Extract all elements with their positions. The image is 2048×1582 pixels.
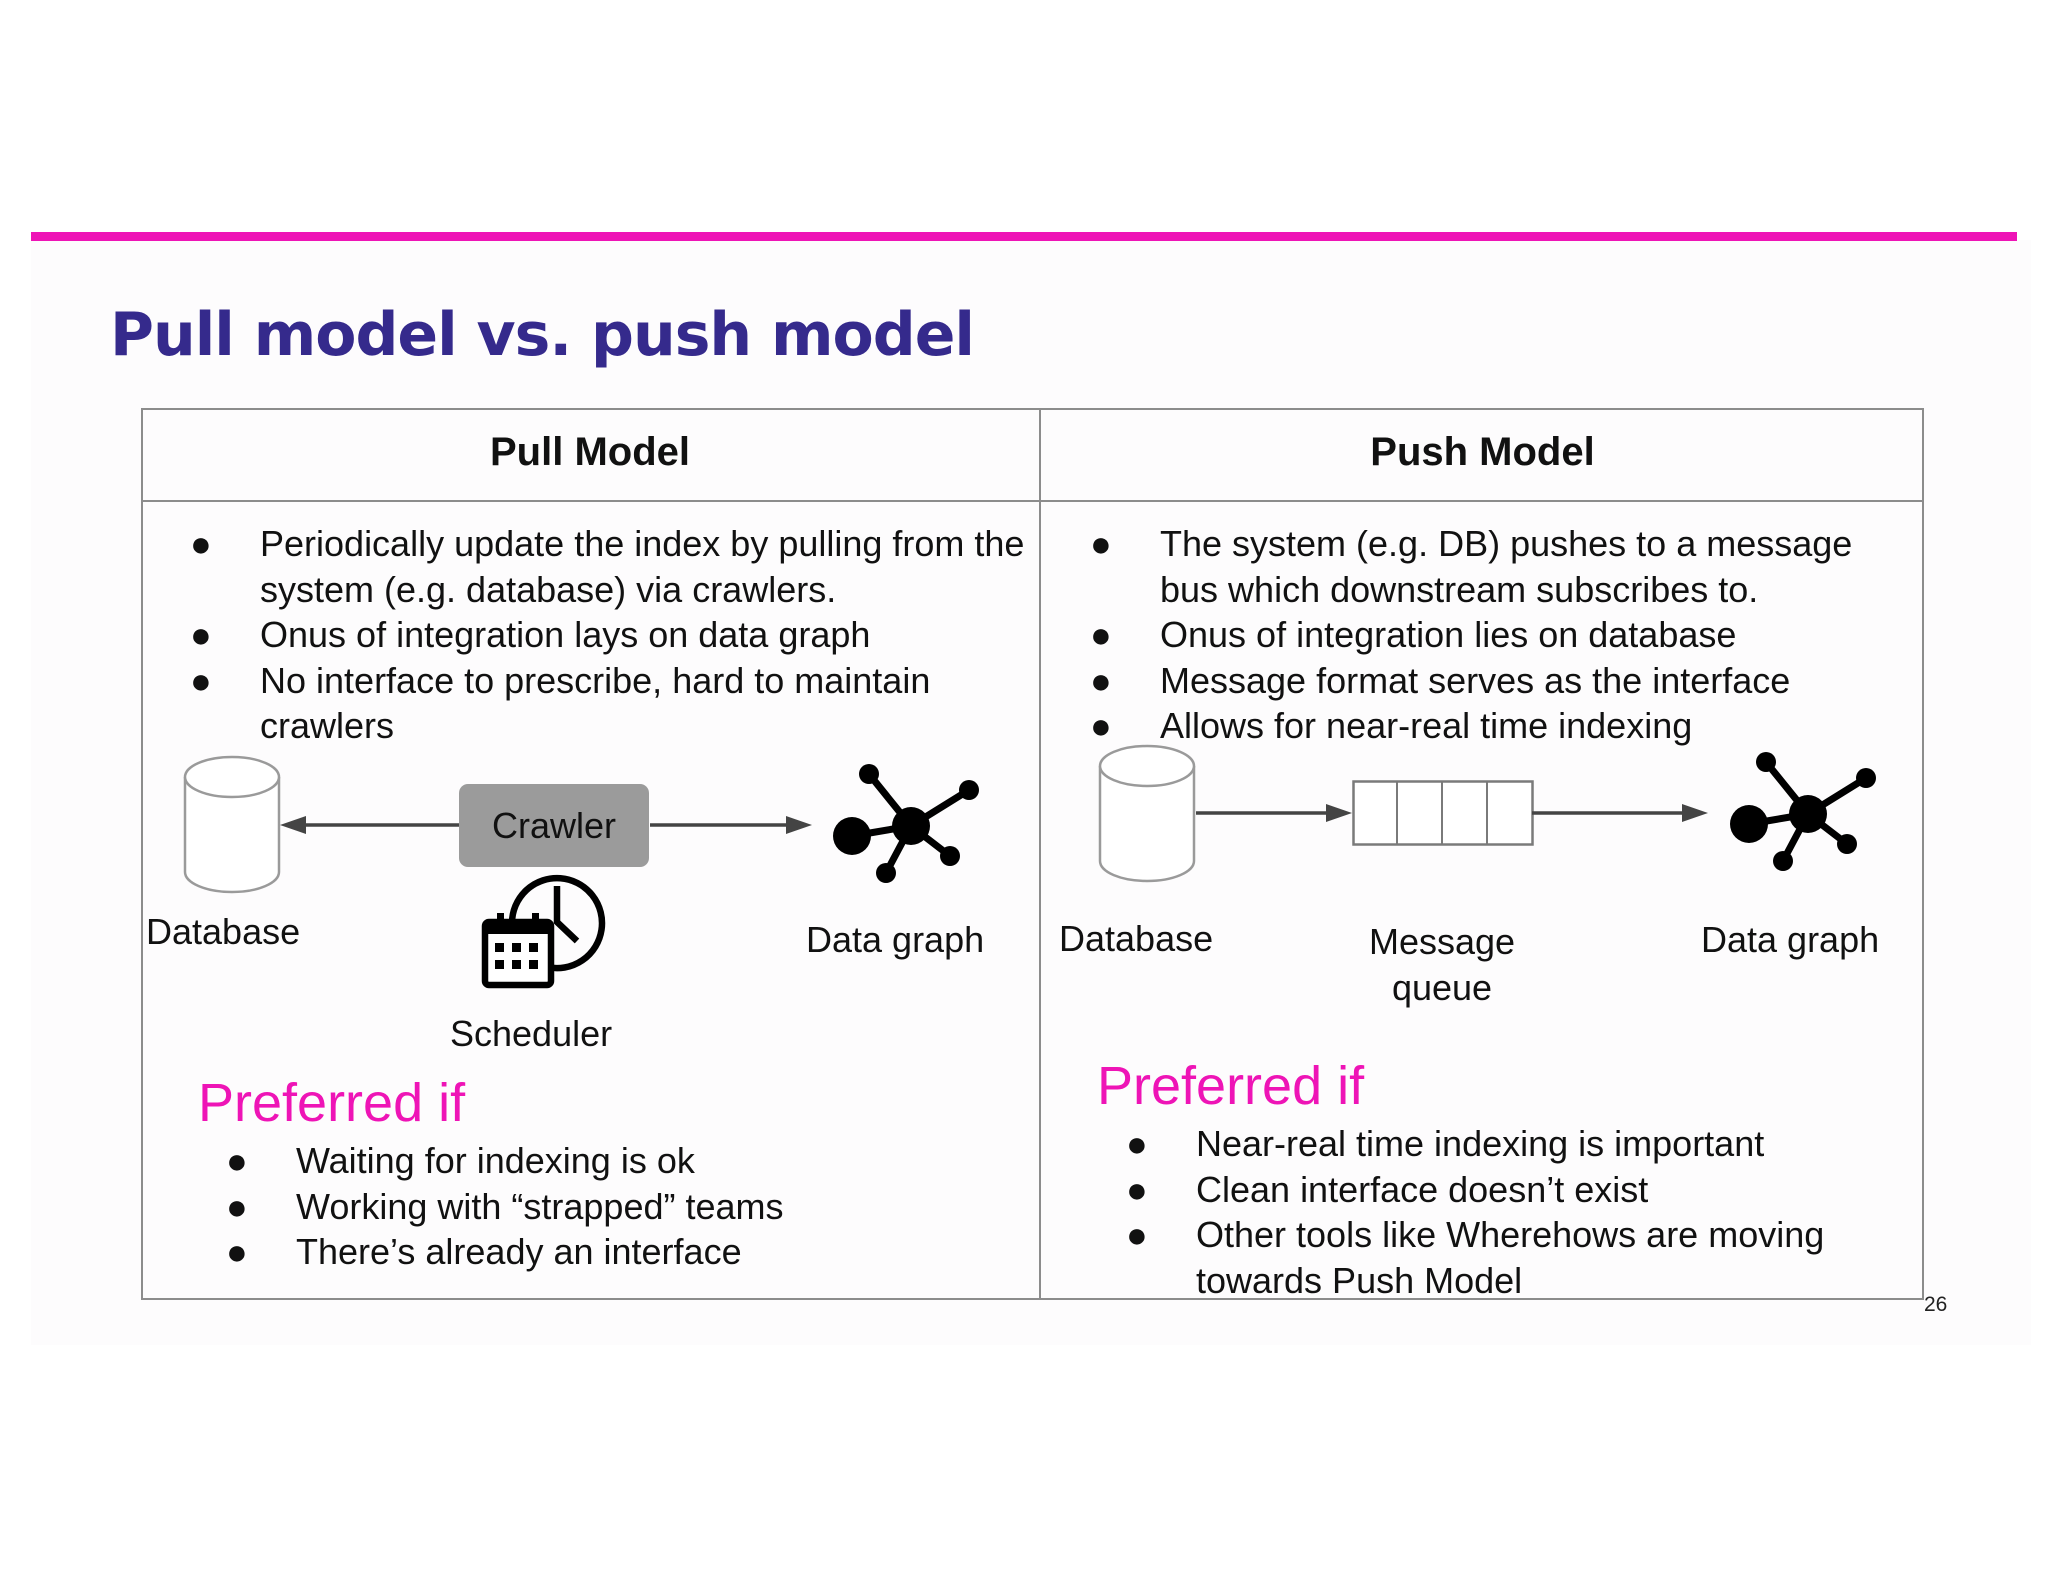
accent-bar	[31, 232, 2017, 241]
bullet-icon: ●	[226, 1185, 248, 1227]
slide-title: Pull model vs. push model	[110, 300, 975, 370]
graph-network-icon	[1730, 752, 1876, 871]
database-cylinder-icon	[1098, 744, 1196, 883]
message-queue-label-line: queue	[1391, 966, 1493, 1008]
pull-preferred-text: There’s already an interface	[296, 1231, 742, 1272]
pull-bullet-text: No interface to prescribe, hard to maint…	[260, 659, 931, 747]
pull-preferred-list: ● Waiting for indexing is ok ● Working wit…	[226, 1138, 1026, 1275]
arrow-queue-to-data-graph	[1532, 804, 1708, 822]
arrow-crawler-to-data-graph	[650, 816, 812, 834]
scheduler-label: Scheduler	[450, 1013, 613, 1054]
bullet-icon: ●	[1090, 659, 1112, 701]
pull-preferred-text: Waiting for indexing is ok	[296, 1140, 695, 1181]
list-item: ● Waiting for indexing is ok	[226, 1138, 1026, 1184]
push-preferred-text: Near-real time indexing is important	[1196, 1123, 1765, 1164]
slide-background	[31, 240, 2031, 1345]
database-cylinder-icon	[183, 755, 281, 894]
push-bullet-list: ● The system (e.g. DB) pushes to a messag…	[1090, 521, 1910, 749]
pull-bullet-text: Onus of integration lays on data graph	[260, 614, 871, 655]
bullet-icon: ●	[1126, 1168, 1148, 1210]
push-data-graph-label: Data graph	[1701, 919, 1880, 960]
pull-preferred-text: Working with “strapped” teams	[296, 1185, 784, 1227]
bullet-icon: ●	[1090, 614, 1112, 655]
comparison-table	[141, 408, 1924, 1300]
list-item: ● Clean interface doesn’t exist	[1126, 1167, 1906, 1213]
push-preferred-text: Other tools like Wherehows are moving to…	[1196, 1214, 1825, 1301]
push-preferred-heading: Preferred if	[1097, 1056, 1365, 1116]
push-bullet-text: Allows for near-real time indexing	[1160, 705, 1693, 746]
pull-model-heading: Pull Model	[490, 430, 690, 474]
bullet-icon: ●	[1126, 1123, 1148, 1164]
bullet-icon: ●	[226, 1140, 248, 1181]
pull-database-label: Database	[146, 911, 301, 952]
bullet-icon: ●	[190, 659, 212, 701]
pull-bullet-text: Periodically update the index by pulling…	[260, 523, 1025, 610]
pull-bullet-list: ● Periodically update the index by pullin…	[190, 521, 1030, 749]
list-item: ● Onus of integration lies on database	[1090, 612, 1910, 658]
list-item: ● Other tools like Wherehows are moving t…	[1126, 1212, 1906, 1303]
message-queue-label: Message queue	[1342, 919, 1542, 1010]
bullet-icon: ●	[1126, 1214, 1148, 1255]
list-item: ● The system (e.g. DB) pushes to a messag…	[1090, 521, 1910, 612]
push-database-label: Database	[1059, 918, 1214, 959]
bullet-icon: ●	[190, 523, 212, 564]
push-bullet-text: The system (e.g. DB) pushes to a message…	[1160, 523, 1853, 610]
list-item: ● Periodically update the index by pullin…	[190, 521, 1030, 612]
list-item: ● No interface to prescribe, hard to main…	[190, 658, 1030, 749]
arrow-database-to-queue	[1196, 804, 1352, 822]
list-item: ● Allows for near-real time indexing	[1090, 703, 1910, 749]
list-item: ● There’s already an interface	[226, 1229, 1026, 1275]
calendar-clock-icon	[481, 874, 606, 989]
table-column-divider	[1039, 408, 1041, 1300]
bullet-icon: ●	[1090, 523, 1112, 564]
push-model-heading: Push Model	[1370, 430, 1595, 474]
message-queue-icon	[1352, 780, 1534, 846]
page-number: 26	[1924, 1293, 1948, 1316]
push-preferred-list: ● Near-real time indexing is important ● C…	[1126, 1121, 1906, 1303]
pull-data-graph-label: Data graph	[806, 919, 985, 960]
list-item: ● Onus of integration lays on data graph	[190, 612, 1030, 658]
table-header-divider	[141, 500, 1924, 502]
push-bullet-text: Message format serves as the interface	[1160, 659, 1791, 701]
pull-preferred-heading: Preferred if	[198, 1073, 466, 1133]
push-bullet-text: Onus of integration lies on database	[1160, 614, 1737, 655]
list-item: ● Near-real time indexing is important	[1126, 1121, 1906, 1167]
arrow-crawler-to-database	[280, 816, 460, 834]
bullet-icon: ●	[226, 1231, 248, 1272]
message-queue-label-line: Message	[1368, 921, 1516, 962]
push-preferred-text: Clean interface doesn’t exist	[1196, 1168, 1649, 1210]
list-item: ● Working with “strapped” teams	[226, 1184, 1026, 1230]
graph-network-icon	[833, 764, 979, 883]
crawler-box: Crawler	[459, 784, 649, 867]
bullet-icon: ●	[190, 614, 212, 655]
bullet-icon: ●	[1090, 705, 1112, 746]
list-item: ● Message format serves as the interface	[1090, 658, 1910, 704]
